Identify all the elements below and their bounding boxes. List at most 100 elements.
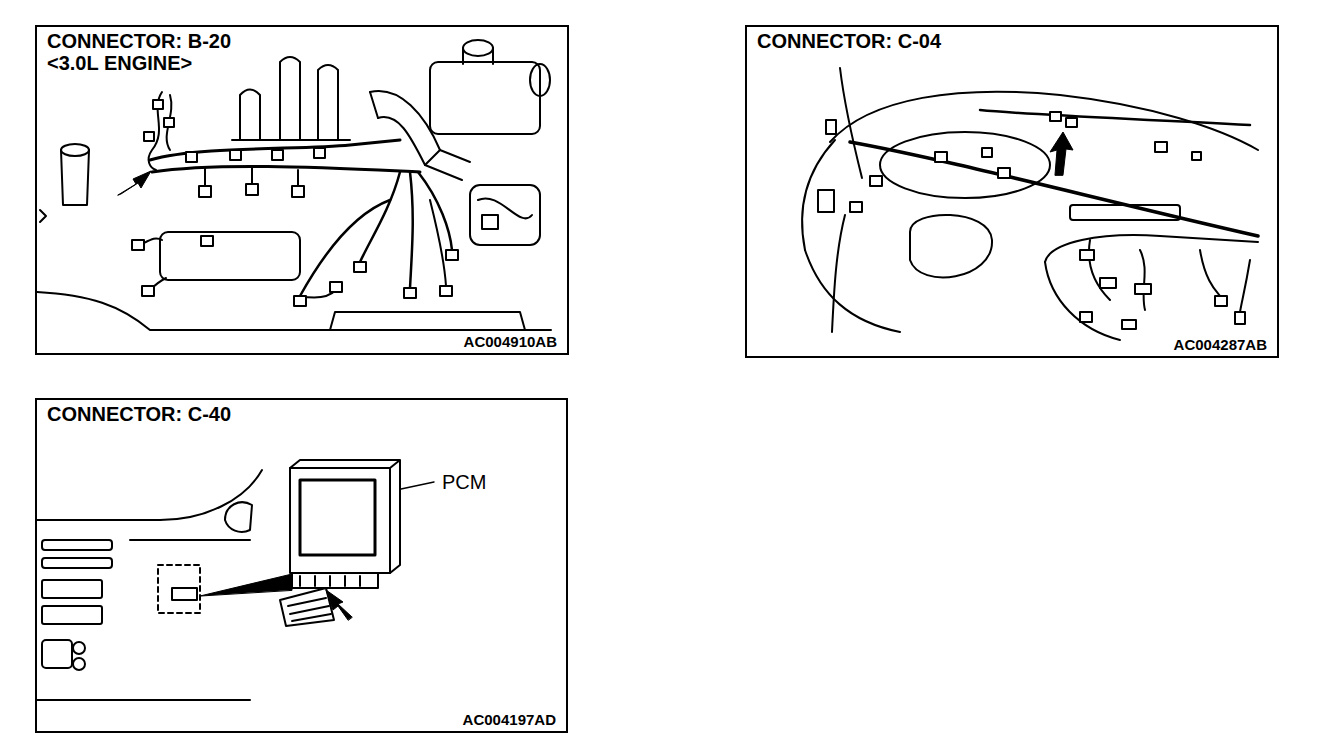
connector-heading: CONNECTOR: C-04 [747, 27, 1277, 52]
line-art [40, 210, 46, 222]
pcm-location-illustration [37, 460, 434, 700]
line-art [404, 288, 416, 298]
line-art [830, 92, 1258, 150]
line-art [292, 573, 378, 588]
line-art [1066, 118, 1077, 127]
figure-code: AC004287AB [1172, 336, 1269, 353]
line-art [280, 588, 334, 626]
line-art [463, 40, 493, 56]
line-art [1135, 284, 1151, 294]
line-art [530, 64, 550, 96]
line-art [1100, 278, 1116, 288]
line-art [330, 312, 525, 330]
line-art [1122, 320, 1136, 329]
line-art [802, 140, 835, 250]
line-art [1215, 296, 1227, 306]
connector-panel: CONNECTOR: C-40AC004197AD [35, 398, 568, 733]
line-art [980, 110, 1250, 125]
connector-heading: <3.0L ENGINE> [37, 52, 567, 74]
line-art [1235, 312, 1245, 324]
line-art [73, 658, 85, 670]
line-art [200, 574, 292, 596]
line-art [840, 68, 862, 178]
line-art [186, 152, 197, 162]
line-art [246, 184, 258, 195]
line-art [440, 286, 452, 296]
line-art [290, 468, 390, 573]
line-art [1050, 132, 1073, 175]
line-art [42, 640, 72, 668]
line-art [1070, 205, 1180, 220]
line-art [805, 250, 900, 332]
line-art [1089, 240, 1145, 310]
figure-code: AC004910AB [462, 333, 559, 350]
line-art [230, 150, 241, 160]
line-art [354, 262, 366, 272]
line-art [832, 215, 845, 332]
line-art [935, 152, 947, 162]
part-label: PCM [440, 471, 488, 493]
line-art [360, 172, 400, 262]
line-art [172, 588, 197, 600]
line-art [37, 292, 551, 330]
line-art [153, 100, 163, 109]
line-art [272, 150, 283, 160]
line-art [152, 167, 420, 172]
line-art [982, 148, 992, 157]
line-art [294, 296, 306, 306]
connector-panel: CONNECTOR: B-20<3.0L ENGINE> AC004910AB [35, 25, 569, 355]
line-art [37, 470, 262, 520]
line-art [42, 580, 102, 598]
line-art [290, 460, 400, 573]
engine-bay-illustration [37, 40, 551, 330]
line-art [430, 200, 446, 286]
line-art [1080, 312, 1092, 322]
line-art [1045, 235, 1258, 262]
line-art [300, 576, 360, 586]
line-art [1192, 152, 1201, 160]
line-art [130, 539, 250, 541]
line-art [118, 171, 151, 195]
dashboard-perspective-illustration [802, 68, 1258, 340]
line-art [482, 215, 498, 229]
figure-code: AC004197AD [461, 711, 558, 728]
line-art [326, 590, 352, 620]
line-art [37, 699, 250, 701]
line-art [401, 482, 434, 489]
line-art [314, 148, 325, 158]
line-art [850, 142, 1258, 236]
line-art [300, 480, 375, 555]
line-art [910, 215, 992, 278]
line-art [144, 132, 154, 141]
line-art [430, 62, 540, 134]
connector-panel: CONNECTOR: C-04AC004287AB [745, 25, 1279, 358]
connector-heading: CONNECTOR: B-20 [37, 27, 567, 52]
line-art [418, 172, 452, 250]
line-art [142, 286, 154, 296]
line-art [446, 250, 458, 260]
line-art [292, 186, 304, 197]
line-art [225, 502, 252, 532]
line-art [1080, 250, 1094, 260]
line-art [61, 150, 89, 205]
line-art [470, 185, 540, 245]
line-art [300, 200, 390, 296]
line-art [818, 190, 834, 212]
line-art [330, 282, 342, 292]
line-art [1155, 142, 1167, 152]
line-art [240, 90, 260, 141]
line-art [164, 118, 174, 127]
line-art [42, 558, 112, 568]
line-art [232, 139, 350, 141]
line-art [280, 57, 300, 140]
line-art [42, 540, 112, 550]
line-art [160, 232, 300, 280]
line-art [826, 120, 836, 134]
line-art [870, 176, 882, 186]
line-art [132, 240, 144, 250]
line-art [1200, 250, 1250, 312]
line-art [158, 565, 200, 613]
line-art [61, 144, 89, 156]
line-art [850, 202, 862, 212]
